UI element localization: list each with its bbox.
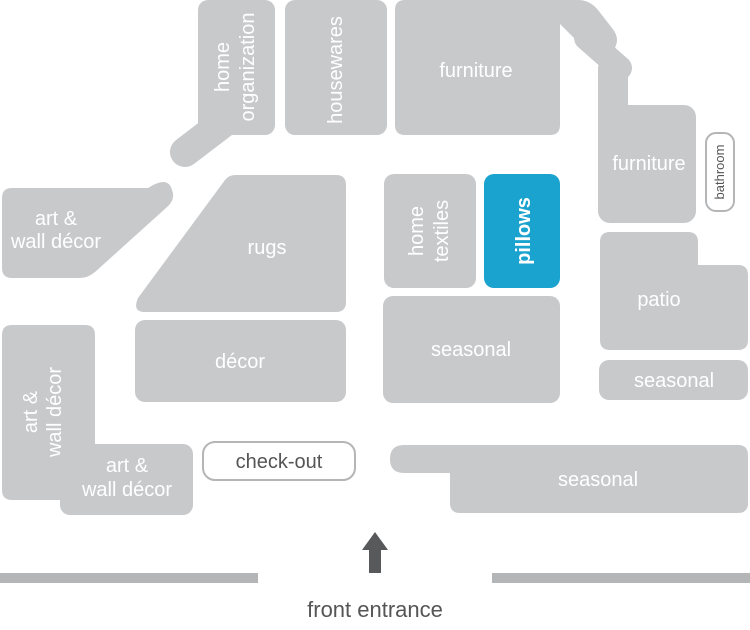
dept-seasonal-bottom-label: seasonal xyxy=(558,469,638,491)
entrance-arrow-icon xyxy=(362,532,388,573)
dept-seasonal-center[interactable]: seasonal xyxy=(383,296,560,403)
dept-housewares-label: housewares xyxy=(325,16,347,124)
dept-art-wall-decor-vertical-label-line1: art & xyxy=(20,390,42,433)
dept-art-wall-decor-upper-label-line2: wall décor xyxy=(10,231,101,253)
dept-furniture-top-label: furniture xyxy=(439,60,512,82)
dept-art-wall-decor-lower-label-line2: wall décor xyxy=(81,479,172,501)
dept-pillows[interactable]: pillows xyxy=(484,174,560,288)
dept-furniture-right-label: furniture xyxy=(612,153,685,175)
dept-checkout-label: check-out xyxy=(236,451,323,473)
dept-furniture-top[interactable]: furniture xyxy=(395,0,617,135)
dept-art-wall-decor-lower[interactable]: art & wall décor xyxy=(60,444,193,515)
dept-seasonal-bottom[interactable]: seasonal xyxy=(390,445,748,513)
dept-housewares[interactable]: housewares xyxy=(285,0,387,135)
dept-art-wall-decor-upper[interactable]: art & wall décor xyxy=(2,181,174,278)
dept-seasonal-right[interactable]: seasonal xyxy=(599,360,748,400)
dept-home-organization-label-line1: home xyxy=(212,42,234,92)
dept-home-organization[interactable]: home organization xyxy=(198,0,275,135)
dept-home-organization-label-line2: organization xyxy=(237,13,259,122)
dept-patio-label: patio xyxy=(637,289,680,311)
dept-decor-label: décor xyxy=(215,351,265,373)
dept-home-textiles-label-line1: home xyxy=(406,206,428,256)
dept-rugs[interactable]: rugs xyxy=(136,175,346,312)
furniture-right-arm xyxy=(598,62,628,122)
dept-rugs-label: rugs xyxy=(248,237,287,259)
front-entrance-label: front entrance xyxy=(307,597,443,622)
dept-seasonal-center-label: seasonal xyxy=(431,339,511,361)
dept-checkout[interactable]: check-out xyxy=(202,441,356,481)
dept-patio[interactable]: patio xyxy=(600,232,748,350)
dept-bathroom[interactable]: bathroom xyxy=(705,132,735,212)
dept-home-textiles-label-line2: textiles xyxy=(431,200,453,262)
dept-furniture-right[interactable]: furniture xyxy=(598,105,696,223)
dept-art-wall-decor-upper-label-line1: art & xyxy=(35,208,78,230)
dept-home-textiles[interactable]: home textiles xyxy=(384,174,476,288)
dept-art-wall-decor-vertical-label-line2: wall décor xyxy=(44,367,66,458)
dept-seasonal-right-label: seasonal xyxy=(634,370,714,392)
dept-pillows-label: pillows xyxy=(513,197,535,265)
dept-art-wall-decor-lower-label-line1: art & xyxy=(106,455,149,477)
dept-bathroom-label: bathroom xyxy=(712,145,727,200)
dept-decor[interactable]: décor xyxy=(135,320,346,402)
